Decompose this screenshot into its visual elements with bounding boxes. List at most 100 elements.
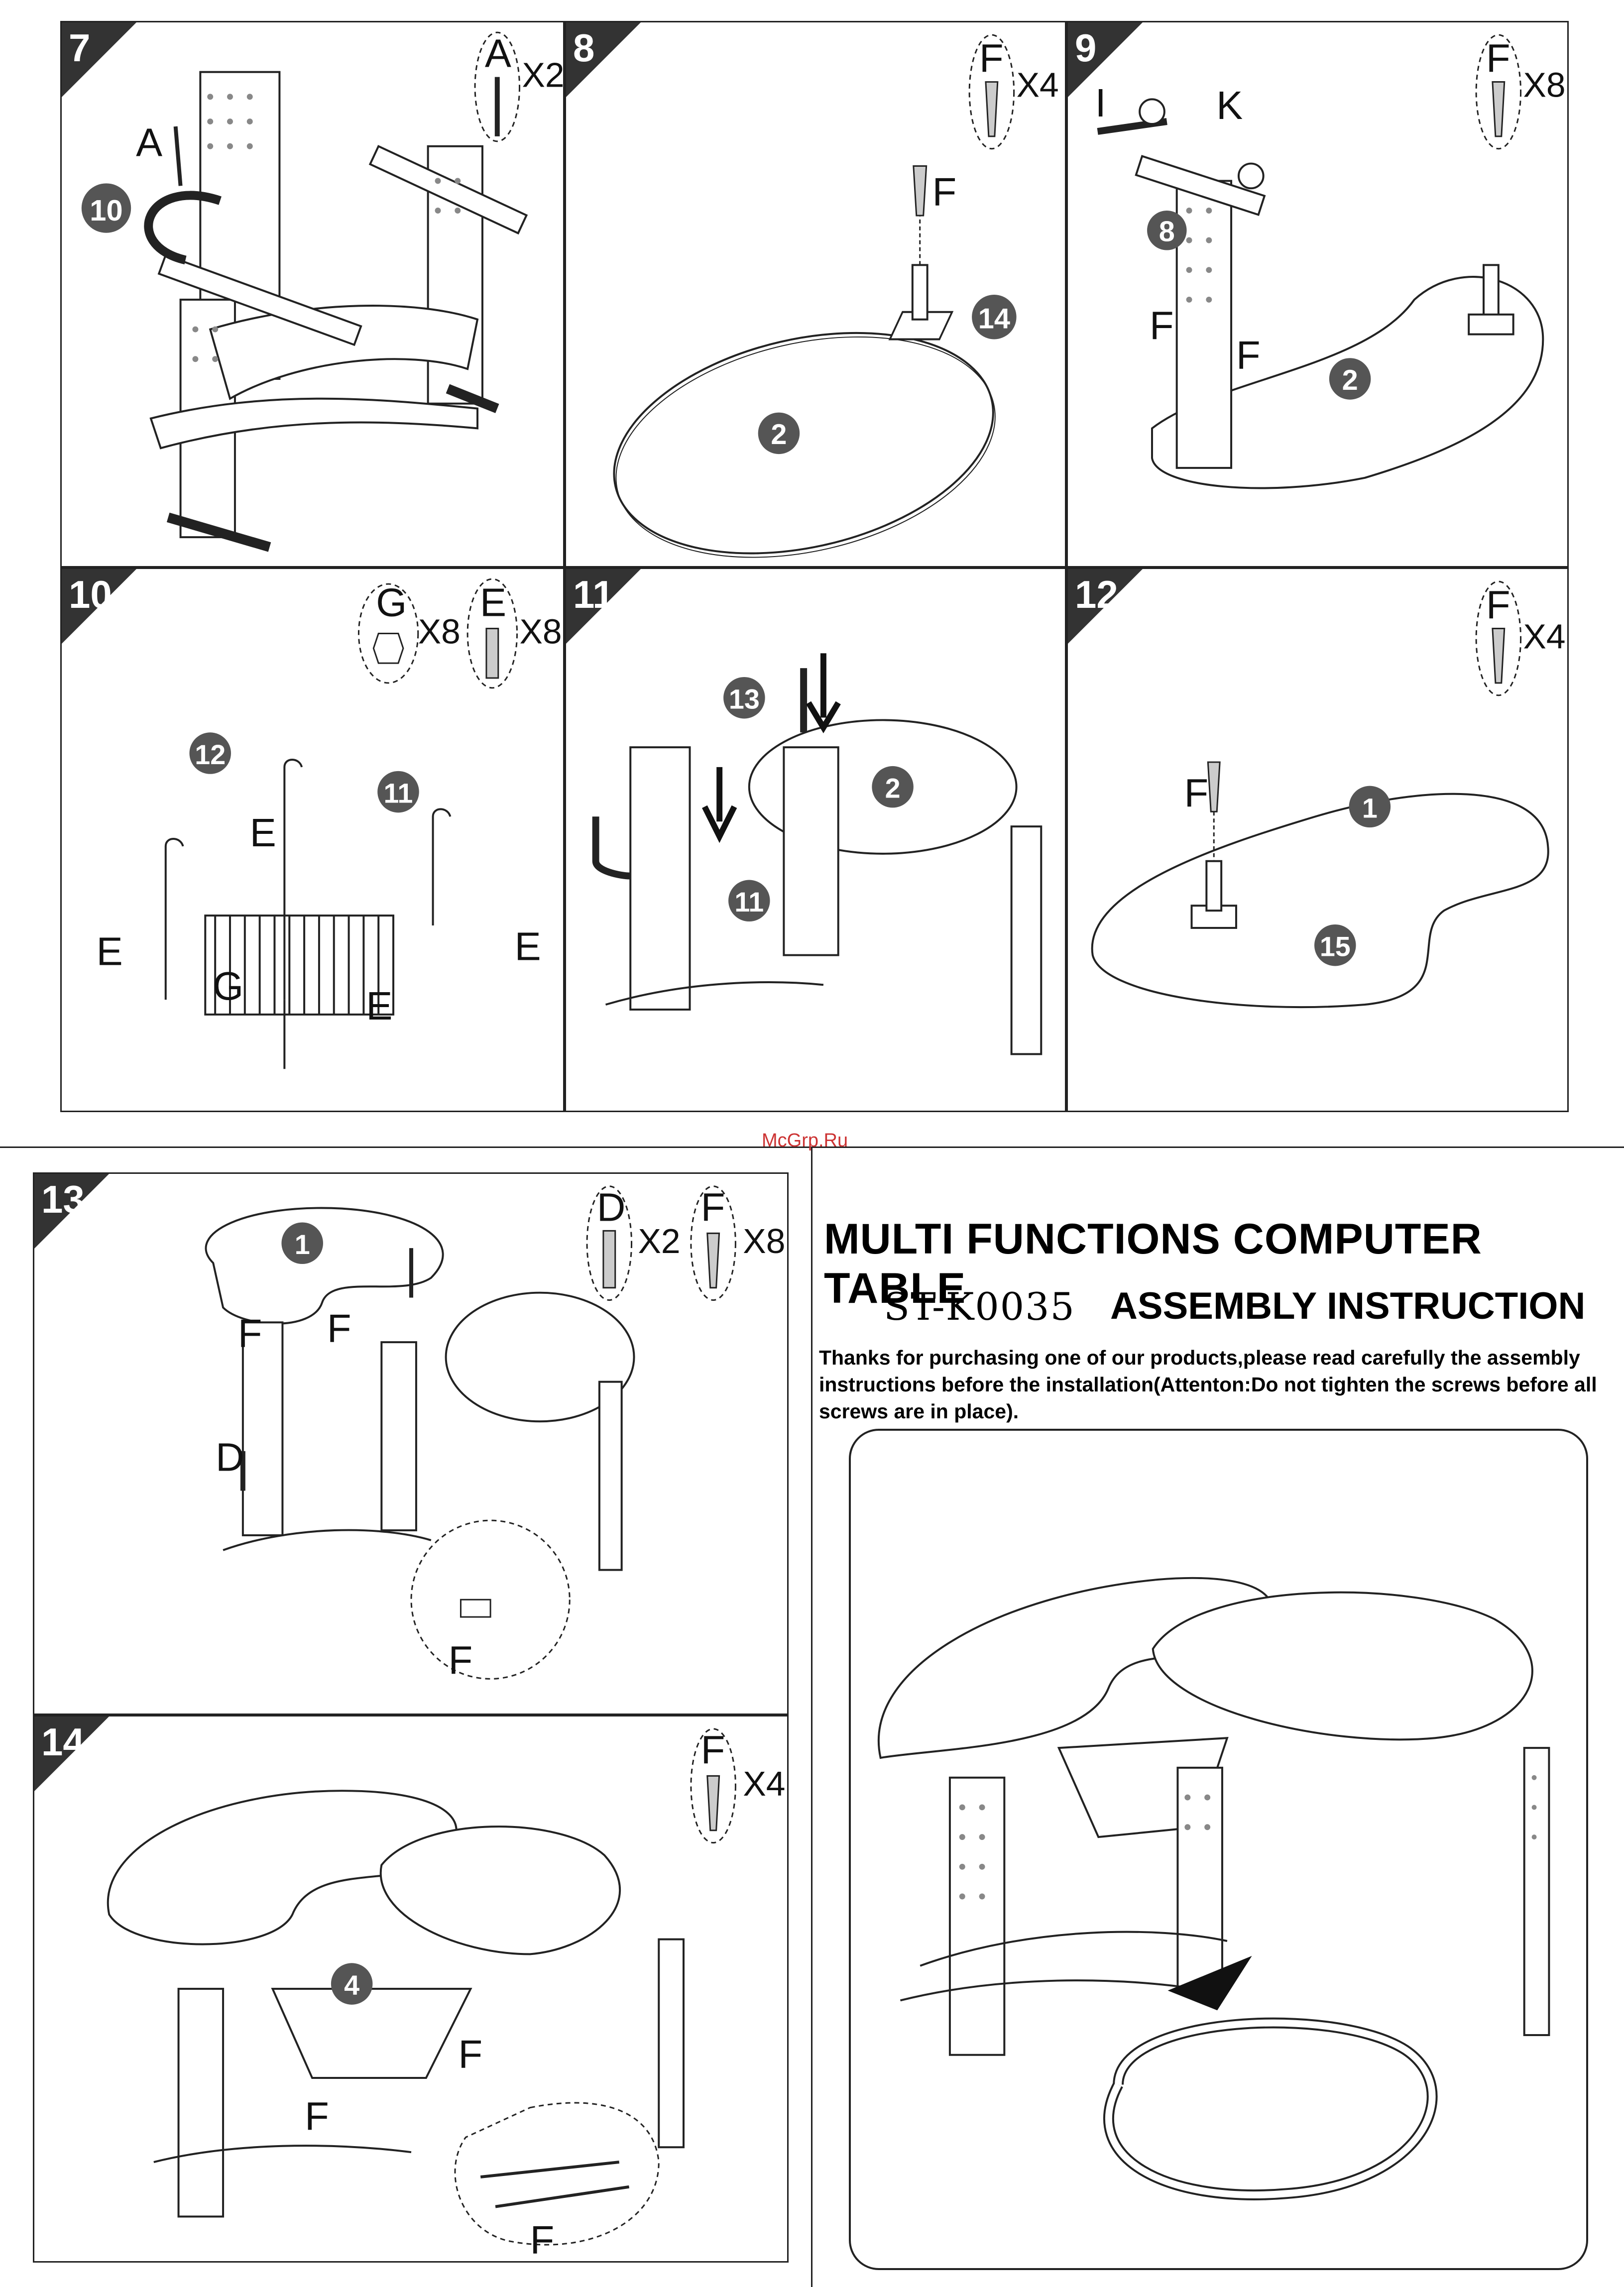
svg-text:X4: X4 — [1523, 617, 1566, 656]
svg-text:8: 8 — [1159, 216, 1175, 248]
step-9-panel: I K 8 F F 2 F X8 9 — [1066, 21, 1569, 568]
svg-text:X2: X2 — [522, 55, 563, 94]
step-10-illustration: 12 11 E E E E G G X8 E X8 — [97, 578, 562, 1069]
step-9-label-i: I — [1095, 81, 1106, 125]
step-10-hardware-callout-e: E X8 — [466, 578, 562, 689]
step-12-label-f: F — [1184, 771, 1209, 815]
step-9-label-f-left: F — [1150, 303, 1174, 347]
step-14-label-f-right: F — [458, 2032, 482, 2076]
svg-text:2: 2 — [771, 419, 787, 451]
step-11-badge: 11 — [566, 569, 641, 644]
svg-text:13: 13 — [729, 684, 760, 715]
step-11-panel: 13 2 11 11 — [565, 568, 1066, 1112]
svg-text:14: 14 — [978, 303, 1010, 335]
step-10-hardware-callout-g: G X8 — [357, 580, 461, 684]
step-9-part-2-marker: 2 — [1329, 358, 1371, 400]
step-14-illustration: 4 F F F F X4 — [107, 1727, 785, 2261]
page-divider-vertical — [811, 1146, 812, 2287]
step-10-panel: 12 11 E E E E G G X8 E X8 10 — [60, 568, 565, 1112]
step-9-hardware-callout: F X8 — [1475, 34, 1566, 150]
step-13-label-f-right: F — [327, 1306, 351, 1351]
svg-text:X8: X8 — [1523, 65, 1566, 104]
step-10-part-12-marker: 12 — [189, 732, 231, 774]
step-8-panel: F 14 2 F X4 8 — [565, 21, 1066, 568]
svg-text:2: 2 — [885, 773, 901, 804]
svg-text:2: 2 — [1342, 364, 1358, 396]
step-13-label-d: D — [216, 1435, 244, 1480]
step-7-label-a: A — [136, 120, 162, 165]
svg-text:X8: X8 — [743, 1222, 785, 1260]
svg-text:F: F — [701, 1727, 725, 1772]
step-14-hardware-callout: F X4 — [690, 1727, 785, 1844]
step-10-label-g: G — [213, 964, 243, 1008]
svg-text:X4: X4 — [1017, 65, 1059, 104]
step-12-illustration: F 1 15 F X4 — [1091, 580, 1566, 1009]
svg-text:F: F — [701, 1185, 725, 1229]
svg-text:D: D — [597, 1185, 625, 1229]
step-10-label-e-left: E — [97, 929, 123, 974]
step-10-label-e-right: E — [515, 924, 541, 969]
svg-text:A: A — [485, 31, 511, 76]
step-11-part-13-marker: 13 — [723, 677, 765, 719]
step-10-part-11-marker: 11 — [377, 771, 419, 813]
step-14-panel: 4 F F F F X4 14 — [33, 1715, 789, 2263]
final-assembly-illustration — [877, 1577, 1550, 2200]
svg-text:1: 1 — [1362, 793, 1378, 823]
step-10-label-e-top: E — [250, 810, 276, 855]
step-8-label-f: F — [932, 170, 957, 214]
svg-text:X8: X8 — [520, 612, 562, 651]
step-9-badge: 9 — [1068, 22, 1143, 97]
step-12-panel: F 1 15 F X4 12 — [1066, 568, 1569, 1112]
svg-text:F: F — [979, 36, 1004, 81]
step-10-label-e-bottom: E — [366, 984, 392, 1028]
svg-text:1: 1 — [295, 1229, 310, 1260]
step-12-hardware-callout: F X4 — [1475, 580, 1566, 696]
step-13-badge: 13 — [34, 1174, 109, 1249]
step-11-part-11-marker: 11 — [728, 880, 770, 922]
document-title: MULTI FUNCTIONS COMPUTER TABLE — [824, 1215, 1482, 1312]
step-9-illustration: I K 8 F F 2 F X8 — [1095, 34, 1566, 489]
step-8-part-2-marker: 2 — [758, 412, 800, 455]
svg-text:G: G — [376, 580, 407, 625]
step-10-badge: 10 — [62, 569, 136, 644]
document-subtitle: ASSEMBLY INSTRUCTION — [1110, 1285, 1586, 1327]
step-8-part-14-marker: 14 — [972, 294, 1017, 340]
svg-text:X8: X8 — [418, 612, 461, 651]
step-13-label-f-detail: F — [449, 1638, 473, 1682]
step-9-part-8-marker: 8 — [1147, 211, 1187, 250]
intro-paragraph: Thanks for purchasing one of our product… — [819, 1346, 1597, 1423]
step-14-part-4-marker: 4 — [331, 1963, 373, 2005]
watermark: McGrp.Ru — [762, 1130, 848, 1151]
step-11-illustration: 13 2 11 — [592, 653, 1043, 1055]
step-8-illustration: F 14 2 F X4 — [613, 34, 1059, 558]
svg-text:4: 4 — [344, 1970, 359, 2001]
svg-text:X4: X4 — [743, 1764, 785, 1803]
step-14-badge: 14 — [34, 1716, 109, 1791]
svg-text:15: 15 — [1320, 931, 1351, 962]
svg-text:E: E — [480, 580, 506, 625]
step-12-part-15-marker: 15 — [1314, 924, 1356, 966]
step-13-part-1-marker: 1 — [281, 1222, 323, 1264]
final-assembly-frame — [849, 1429, 1588, 2270]
step-7-part-10-marker: 10 — [81, 183, 131, 233]
step-9-label-f-right: F — [1236, 333, 1261, 377]
step-13-hardware-callout-d: D X2 — [586, 1185, 681, 1301]
step-12-badge: 12 — [1068, 569, 1143, 644]
step-7-hardware-callout: A X2 — [474, 31, 563, 142]
svg-text:F: F — [1486, 36, 1510, 81]
svg-text:F: F — [1486, 583, 1510, 627]
step-13-hardware-callout-f: F X8 — [690, 1185, 785, 1301]
model-number: ST-K0035 — [884, 1284, 1075, 1329]
step-13-label-f-left: F — [238, 1311, 262, 1356]
step-7-badge: 7 — [62, 22, 136, 97]
svg-text:X2: X2 — [638, 1222, 680, 1260]
step-8-badge: 8 — [566, 22, 641, 97]
svg-text:12: 12 — [195, 739, 226, 770]
step-9-label-k: K — [1216, 83, 1243, 127]
step-11-part-2-marker: 2 — [872, 766, 914, 808]
step-13-panel: 1 F F D F D X2 F X8 13 — [33, 1172, 789, 1715]
step-13-illustration: 1 F F D F D X2 F X8 — [205, 1185, 785, 1682]
svg-text:11: 11 — [734, 887, 764, 917]
step-7-panel: A 10 A X2 7 — [60, 21, 565, 568]
step-8-hardware-callout: F X4 — [968, 34, 1059, 150]
